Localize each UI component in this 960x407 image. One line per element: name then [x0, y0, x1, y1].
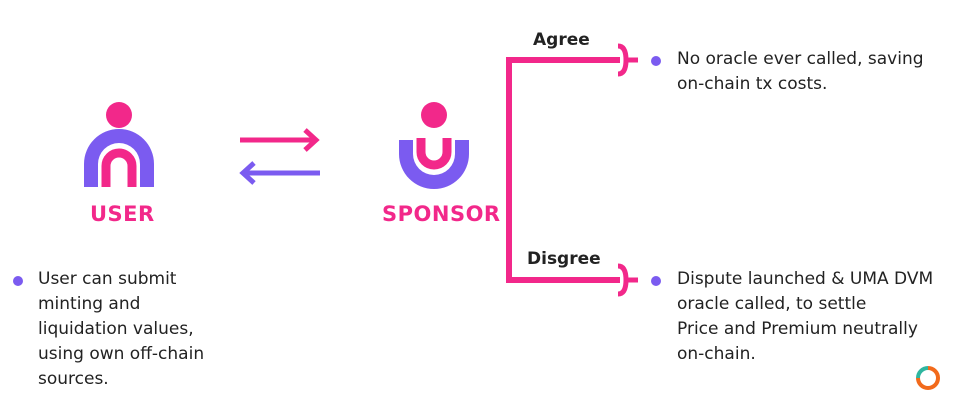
- user-description: User can submit minting and liquidation …: [38, 267, 204, 392]
- disagree-description-line: oracle called, to settle: [677, 294, 867, 314]
- disagree-label: Disgree: [527, 249, 601, 269]
- disagree-bullet-dot: [651, 276, 661, 286]
- user-bullet-dot: [13, 276, 23, 286]
- disagree-description-line: Price and Premium neutrally: [677, 319, 918, 339]
- agree-description-line: on-chain tx costs.: [677, 74, 828, 94]
- circle-logo-icon: [916, 366, 940, 390]
- agree-description: No oracle ever called, saving on-chain t…: [677, 47, 924, 97]
- disagree-description-line: Dispute launched & UMA DVM: [677, 269, 934, 289]
- agree-bullet-dot: [651, 56, 661, 66]
- sponsor-person-icon: [399, 102, 469, 189]
- user-description-line: liquidation values,: [38, 319, 194, 339]
- arrow-left-icon: [239, 161, 320, 185]
- sponsor-label: SPONSOR: [382, 202, 501, 226]
- user-description-line: User can submit: [38, 269, 177, 289]
- arrow-right-icon: [240, 128, 320, 152]
- user-person-icon: [84, 102, 154, 187]
- disagree-description: Dispute launched & UMA DVM oracle called…: [677, 267, 933, 367]
- user-description-line: sources.: [38, 369, 109, 389]
- user-description-line: minting and: [38, 294, 141, 314]
- disagree-arrow-icon: [617, 263, 638, 297]
- user-description-line: using own off-chain: [38, 344, 205, 364]
- agree-label: Agree: [533, 30, 590, 50]
- agree-description-line: No oracle ever called, saving: [677, 49, 924, 69]
- agree-arrow-icon: [617, 43, 638, 77]
- disagree-description-line: on-chain.: [677, 344, 756, 364]
- user-label: USER: [90, 202, 155, 226]
- branch-connector: [506, 57, 620, 283]
